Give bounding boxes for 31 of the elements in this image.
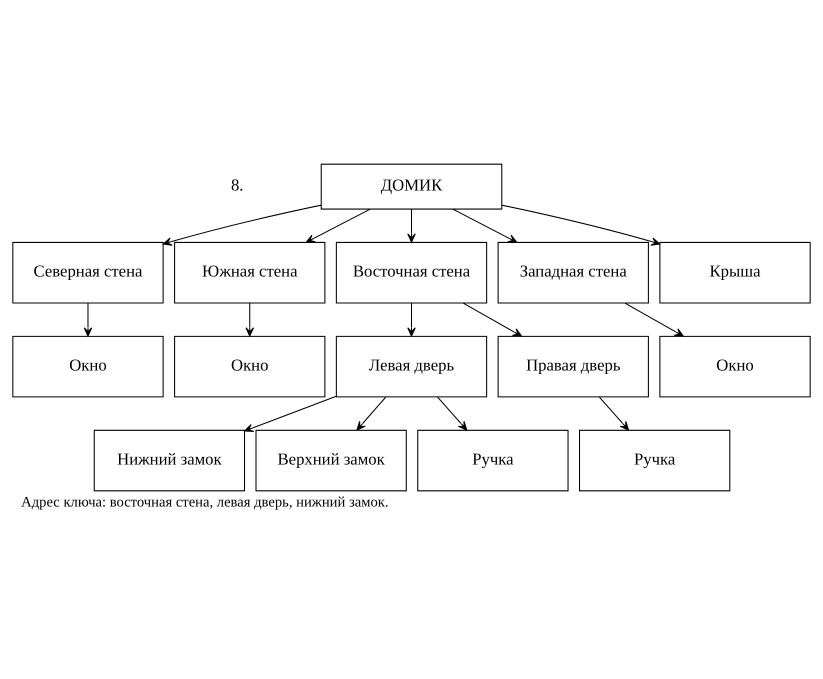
node-box: Окно: [659, 336, 811, 398]
node-box: Верхний замок: [255, 430, 407, 492]
arrow: [599, 396, 630, 431]
arrow: [244, 396, 336, 432]
node-box: Нижний замок: [94, 430, 246, 492]
caption: Адрес ключа: восточная стена, левая дверь, нижний замок.: [21, 494, 389, 511]
node-box: Окно: [12, 336, 164, 398]
arrow: [502, 204, 660, 246]
arrow: [84, 303, 92, 337]
arrow: [356, 396, 386, 431]
node-box: Левая дверь: [336, 336, 488, 398]
node-box: ДОМИК: [320, 164, 502, 210]
label: 8.: [230, 176, 244, 195]
arrow: [306, 208, 370, 243]
node-box: Ручка: [417, 430, 569, 492]
node-box: Окно: [174, 336, 326, 398]
arrow: [462, 302, 522, 337]
arrow: [245, 303, 254, 337]
node-box: Крыша: [659, 242, 811, 304]
node-box: Восточная стена: [336, 242, 488, 304]
arrow: [407, 303, 416, 337]
node-box: Правая дверь: [498, 336, 649, 398]
node-box: Западная стена: [498, 242, 649, 304]
arrow: [162, 204, 322, 246]
arrow: [624, 302, 684, 337]
arrow: [437, 396, 468, 431]
arrow: [407, 209, 416, 243]
node-box: Южная стена: [174, 242, 326, 304]
node-box: Северная стена: [12, 242, 164, 304]
node-box: Ручка: [579, 430, 730, 492]
arrow: [452, 208, 518, 243]
